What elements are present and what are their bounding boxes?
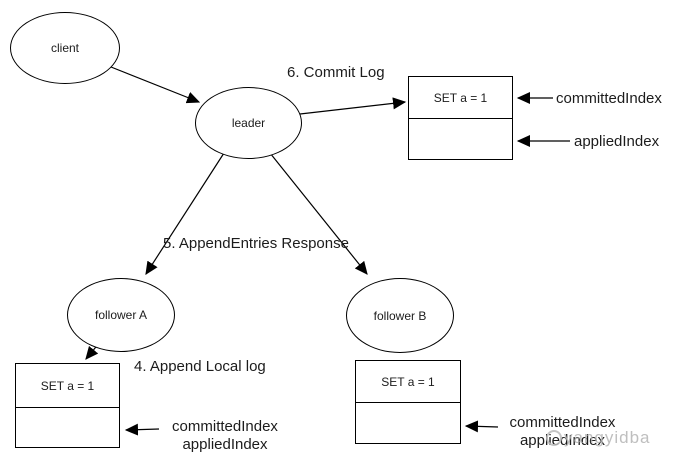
follower-b-log-entry-cell: SET a = 1 <box>356 361 460 403</box>
arrow-index-labels-follower-a <box>124 423 160 436</box>
arrow-leader-to-leader-log <box>299 97 407 115</box>
node-follower-a-label: follower A <box>94 308 148 322</box>
node-client-label: client <box>50 41 79 55</box>
follower-b-applied-index-label: appliedIndex <box>519 432 606 449</box>
leader-log-entry: SET a = 1 <box>433 90 488 105</box>
leader-log-entry-cell: SET a = 1 <box>409 77 512 119</box>
watermark-circle-icon <box>546 430 562 446</box>
arrow-leader-to-follower-a <box>145 152 225 276</box>
follower-a-applied-index-label: appliedIndex <box>182 436 268 453</box>
follower-a-log-empty-cell <box>16 408 119 447</box>
follower-b-log-box: SET a = 1 <box>355 360 461 444</box>
leader-log-box: SET a = 1 <box>408 76 513 160</box>
step-append-local-log-label: 4. Append Local log <box>134 358 266 375</box>
arrow-index-labels-follower-b <box>464 420 499 433</box>
node-leader-label: leader <box>231 116 266 130</box>
step-append-entries-response-label: 5. AppendEntries Response <box>163 235 349 252</box>
node-leader: leader <box>195 87 302 159</box>
arrow-leader-to-follower-b <box>269 152 368 275</box>
node-follower-a: follower A <box>67 278 175 352</box>
follower-a-log-entry-cell: SET a = 1 <box>16 364 119 408</box>
follower-a-index-labels: committedIndex appliedIndex <box>155 418 295 454</box>
follower-b-index-labels: committedIndex appliedIndex <box>495 414 630 450</box>
leader-log-empty-cell <box>409 119 512 159</box>
leader-applied-index-label: appliedIndex <box>574 133 660 150</box>
arrow-client-to-leader <box>110 66 201 104</box>
leader-committed-index-label: committedIndex <box>556 90 662 107</box>
node-follower-b: follower B <box>346 278 454 353</box>
step-commit-log-label: 6. Commit Log <box>287 64 385 81</box>
follower-a-committed-index-label: committedIndex <box>172 418 278 435</box>
watermark: yangyidba <box>546 428 651 448</box>
follower-a-log-box: SET a = 1 <box>15 363 120 448</box>
watermark-text: yangyidba <box>564 428 651 447</box>
follower-b-committed-index-label: committedIndex <box>509 414 616 431</box>
node-client: client <box>10 12 120 84</box>
node-follower-b-label: follower B <box>373 308 427 323</box>
follower-a-log-entry: SET a = 1 <box>40 378 95 393</box>
follower-b-log-entry: SET a = 1 <box>381 374 435 389</box>
follower-b-log-empty-cell <box>356 403 460 443</box>
